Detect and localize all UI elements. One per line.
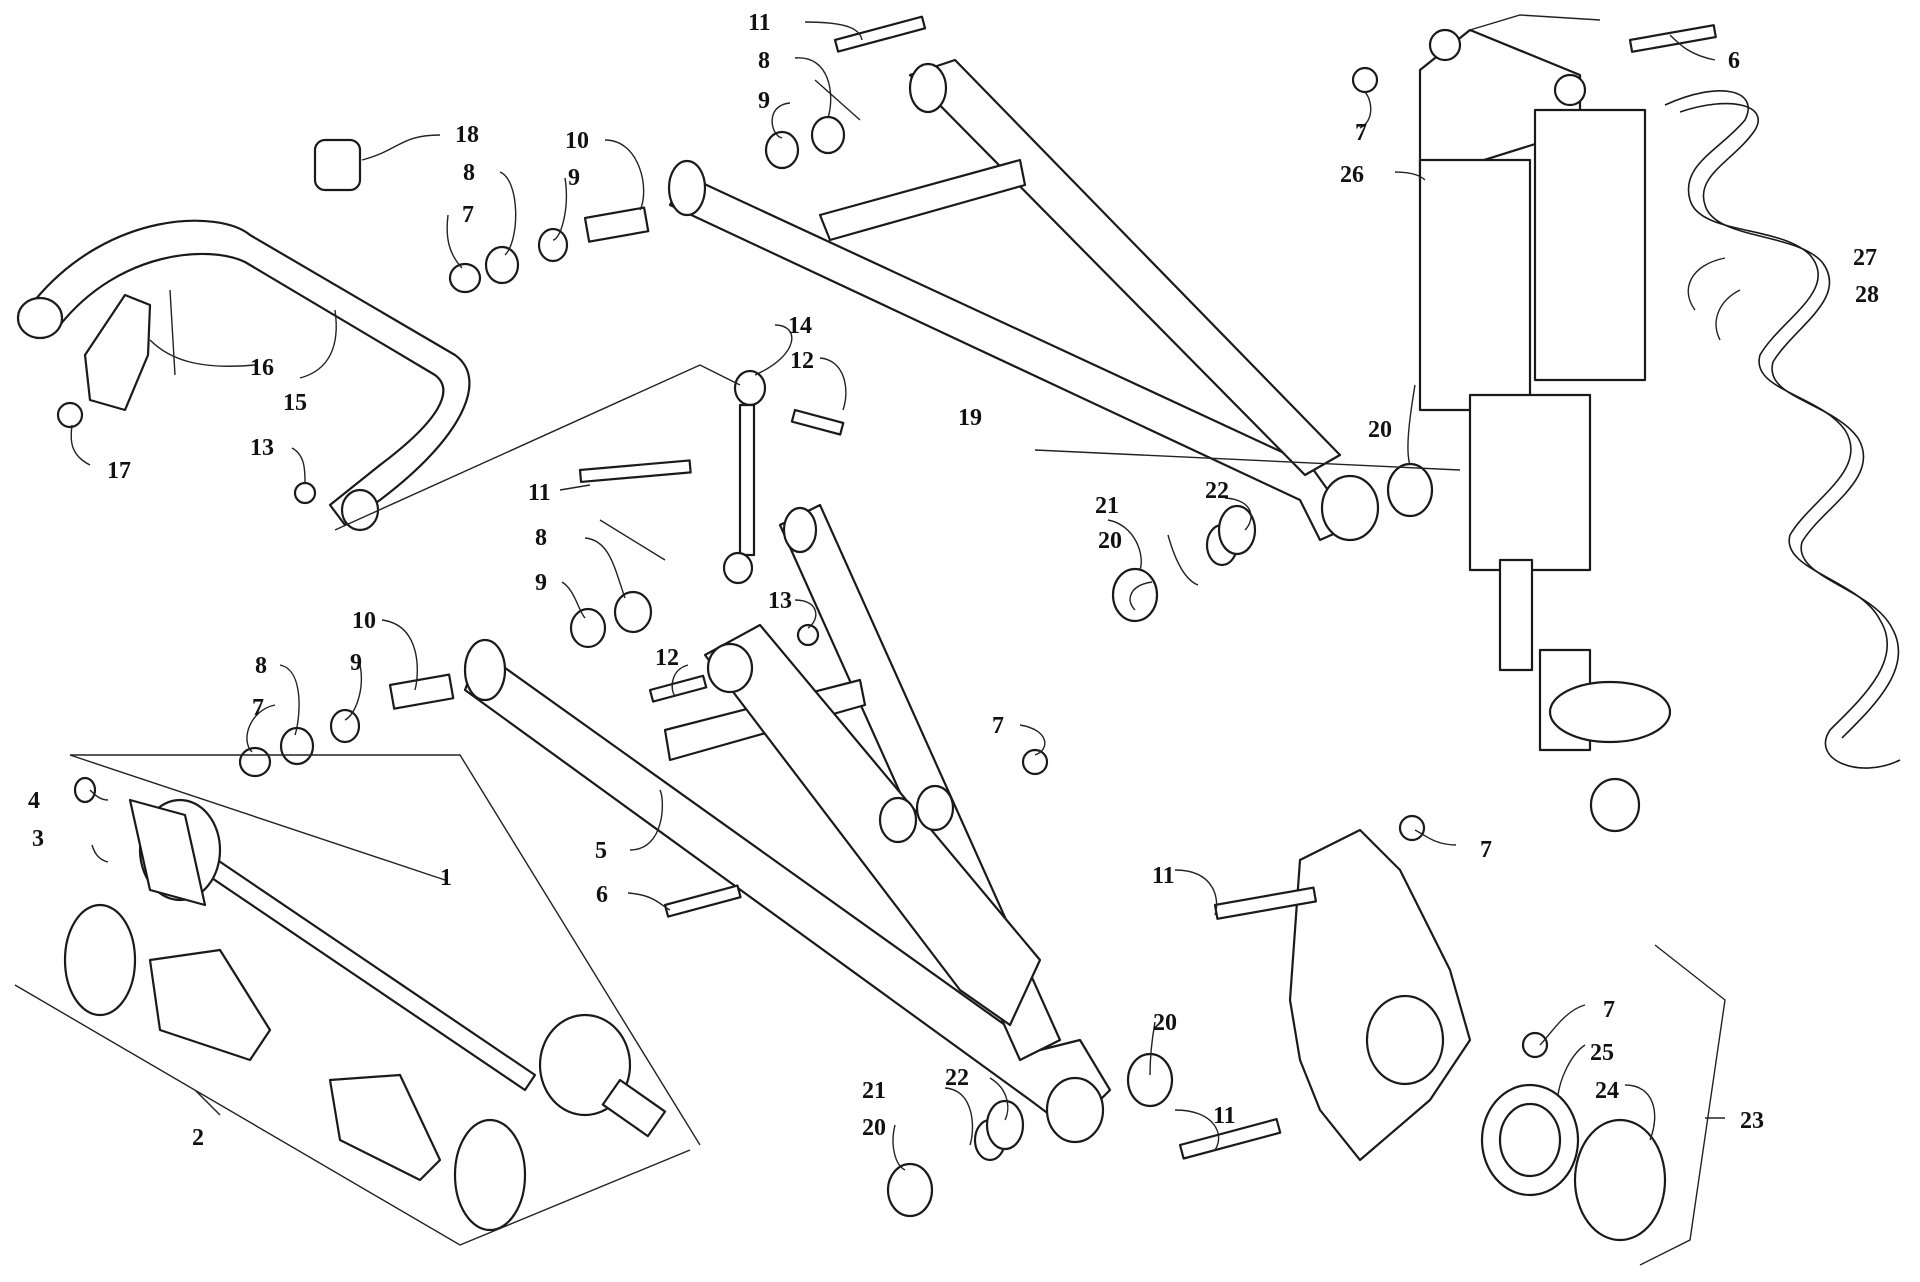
callout-13: 13 — [768, 588, 792, 614]
wheel-bearing — [1480, 1083, 1580, 1197]
callout-9: 9 — [350, 650, 362, 676]
callout-22: 22 — [1205, 478, 1229, 504]
callout-11: 11 — [1213, 1103, 1236, 1129]
callout-7: 7 — [1355, 120, 1367, 146]
snap-ring — [1573, 1118, 1667, 1242]
callout-9: 9 — [758, 88, 770, 114]
callout-11: 11 — [748, 10, 771, 36]
leader-lines — [69, 21, 1741, 1171]
knuckle — [1288, 828, 1472, 1162]
callout-6: 6 — [596, 882, 608, 908]
callout-2: 2 — [192, 1125, 204, 1151]
callout-20: 20 — [1368, 417, 1392, 443]
coil-spring — [1664, 90, 1901, 769]
callout-8: 8 — [535, 525, 547, 551]
callout-20: 20 — [1153, 1010, 1177, 1036]
callout-19: 19 — [958, 405, 982, 431]
callout-28: 28 — [1855, 282, 1879, 308]
callout-11: 11 — [528, 480, 551, 506]
callout-6: 6 — [1728, 48, 1740, 74]
stabilizer-link — [722, 369, 767, 585]
shock-absorber — [1418, 28, 1672, 833]
callout-8: 8 — [758, 48, 770, 74]
callout-4: 4 — [28, 788, 40, 814]
callout-7: 7 — [1603, 997, 1615, 1023]
callout-24: 24 — [1595, 1078, 1619, 1104]
callout-21: 21 — [1095, 493, 1119, 519]
stabilizer-bar — [16, 219, 471, 532]
callout-12: 12 — [655, 645, 679, 671]
callout-1: 1 — [440, 865, 452, 891]
callout-12: 12 — [790, 348, 814, 374]
callout-9: 9 — [535, 570, 547, 596]
drive-axle — [128, 798, 667, 1138]
trailing-arm-bracket — [703, 623, 1042, 1027]
callout-5: 5 — [595, 838, 607, 864]
callout-23: 23 — [1740, 1108, 1764, 1134]
callout-21: 21 — [862, 1078, 886, 1104]
callout-labels: 11 8 9 10 9 8 7 18 16 15 17 13 14 12 11 … — [28, 10, 1879, 1151]
callout-9: 9 — [568, 165, 580, 191]
callout-7: 7 — [252, 695, 264, 721]
callout-7: 7 — [462, 202, 474, 228]
stabilizer-bracket — [83, 293, 152, 412]
callout-14: 14 — [788, 313, 812, 339]
callout-16: 16 — [250, 355, 274, 381]
callout-13: 13 — [250, 435, 274, 461]
callout-17: 17 — [107, 458, 131, 484]
callout-18: 18 — [455, 122, 479, 148]
callout-20: 20 — [862, 1115, 886, 1141]
callout-3: 3 — [32, 826, 44, 852]
callout-11: 11 — [1152, 863, 1175, 889]
group-brackets — [14, 14, 1726, 1266]
callout-8: 8 — [255, 653, 267, 679]
stabilizer-bushing — [313, 138, 362, 192]
callout-26: 26 — [1340, 162, 1364, 188]
callout-27: 27 — [1853, 245, 1877, 271]
callout-7: 7 — [1480, 837, 1492, 863]
callout-20: 20 — [1098, 528, 1122, 554]
callout-25: 25 — [1590, 1040, 1614, 1066]
boot-kit — [63, 903, 527, 1232]
callout-7: 7 — [992, 713, 1004, 739]
callout-8: 8 — [463, 160, 475, 186]
callout-22: 22 — [945, 1065, 969, 1091]
callout-15: 15 — [283, 390, 307, 416]
callout-10: 10 — [565, 128, 589, 154]
callout-10: 10 — [352, 608, 376, 634]
upper-a-arm — [667, 58, 1380, 542]
